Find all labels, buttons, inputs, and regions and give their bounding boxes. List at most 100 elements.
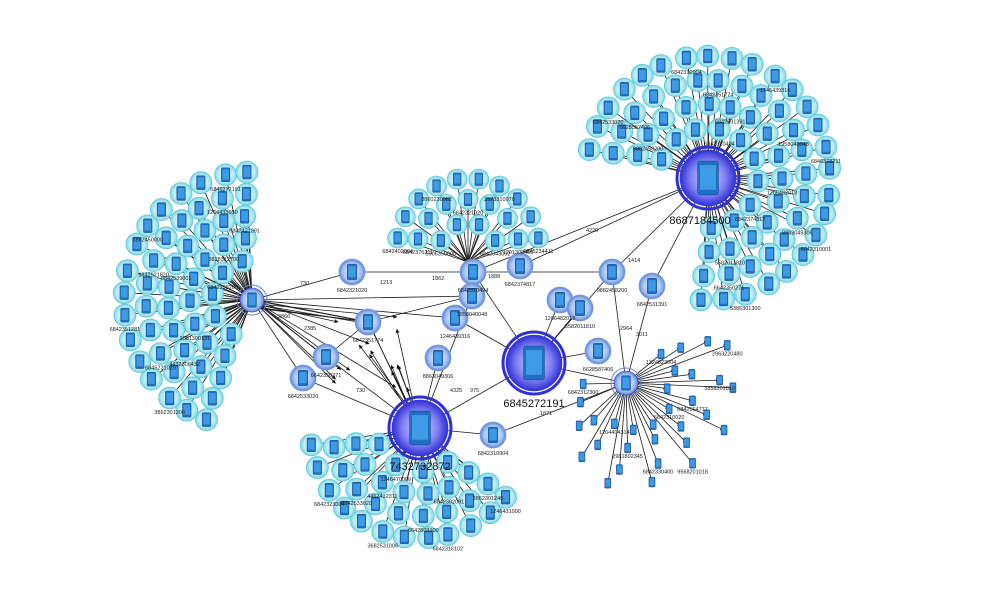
phone-node[interactable] xyxy=(214,163,238,187)
phone-node[interactable] xyxy=(157,275,181,299)
phone-node[interactable] xyxy=(345,477,369,501)
phone-node[interactable] xyxy=(476,472,500,496)
phone-node[interactable] xyxy=(437,475,461,499)
phone-node[interactable] xyxy=(195,331,219,355)
phone-node[interactable] xyxy=(478,501,502,525)
phone-node[interactable] xyxy=(520,206,542,228)
phone-node[interactable] xyxy=(211,261,234,285)
phone-node[interactable] xyxy=(189,355,213,379)
phone-node[interactable] xyxy=(371,520,395,543)
phone-node[interactable] xyxy=(497,208,518,229)
phone-node[interactable] xyxy=(740,52,764,76)
bridge-node[interactable] xyxy=(506,252,534,280)
small-phone-node[interactable] xyxy=(624,442,631,454)
small-phone-node[interactable] xyxy=(611,418,618,429)
small-phone-node[interactable] xyxy=(651,434,659,445)
phone-node[interactable] xyxy=(183,312,207,336)
phone-node[interactable] xyxy=(182,267,206,291)
phone-node[interactable] xyxy=(775,259,798,283)
small-phone-node[interactable] xyxy=(683,437,690,448)
phone-node[interactable] xyxy=(210,186,234,210)
phone-node[interactable] xyxy=(794,162,818,185)
phone-node[interactable] xyxy=(785,206,809,230)
phone-node[interactable] xyxy=(766,189,790,213)
phone-node[interactable] xyxy=(138,318,162,342)
phone-node[interactable] xyxy=(150,198,173,221)
phone-node[interactable] xyxy=(392,525,416,549)
small-phone-node[interactable] xyxy=(648,476,656,488)
phone-node[interactable] xyxy=(435,193,457,215)
phone-node[interactable] xyxy=(757,272,781,296)
phone-node[interactable] xyxy=(610,120,634,143)
phone-node[interactable] xyxy=(164,252,188,276)
phone-node[interactable] xyxy=(430,230,452,251)
phone-node[interactable] xyxy=(178,289,202,313)
bridge-node[interactable] xyxy=(598,258,626,286)
phone-node[interactable] xyxy=(416,482,440,505)
phone-node[interactable] xyxy=(387,501,410,525)
phone-node[interactable] xyxy=(506,188,528,210)
hub-top-right[interactable] xyxy=(675,145,741,211)
phone-node[interactable] xyxy=(772,228,796,251)
phone-node[interactable] xyxy=(175,398,199,422)
phone-node[interactable] xyxy=(763,64,787,88)
phone-node[interactable] xyxy=(738,193,762,217)
phone-node[interactable] xyxy=(792,184,816,208)
phone-node[interactable] xyxy=(577,138,601,162)
phone-node[interactable] xyxy=(176,234,200,258)
phone-node[interactable] xyxy=(235,160,259,184)
phone-node[interactable] xyxy=(233,204,256,228)
phone-node[interactable] xyxy=(586,115,609,138)
phone-node[interactable] xyxy=(780,78,804,102)
phone-node[interactable] xyxy=(596,96,620,120)
phone-node[interactable] xyxy=(344,432,368,456)
small-phone-node[interactable] xyxy=(590,415,598,426)
small-phone-node[interactable] xyxy=(578,451,586,463)
phone-node[interactable] xyxy=(317,478,341,502)
phone-node[interactable] xyxy=(484,230,506,251)
small-phone-node[interactable] xyxy=(654,458,662,469)
phone-node[interactable] xyxy=(113,303,137,327)
bridge-node[interactable] xyxy=(338,258,366,286)
phone-node[interactable] xyxy=(411,460,435,484)
phone-node[interactable] xyxy=(720,46,744,70)
small-phone-node[interactable] xyxy=(729,382,737,393)
phone-node[interactable] xyxy=(411,504,435,528)
phone-node[interactable] xyxy=(663,74,687,98)
phone-node[interactable] xyxy=(458,489,482,513)
phone-node[interactable] xyxy=(158,386,182,410)
phone-node[interactable] xyxy=(791,243,815,266)
phone-node[interactable] xyxy=(394,206,416,228)
phone-node[interactable] xyxy=(187,196,211,220)
bridge-node[interactable] xyxy=(584,337,612,365)
small-phone-node[interactable] xyxy=(689,458,696,469)
phone-node[interactable] xyxy=(436,450,460,474)
phone-node[interactable] xyxy=(435,500,459,524)
phone-node[interactable] xyxy=(623,101,647,125)
phone-node[interactable] xyxy=(353,453,377,476)
phone-node[interactable] xyxy=(738,105,762,129)
phone-node[interactable] xyxy=(601,141,625,165)
phone-node[interactable] xyxy=(489,175,510,197)
small-phone-node[interactable] xyxy=(704,336,712,347)
phone-node[interactable] xyxy=(201,282,224,306)
bridge-node[interactable] xyxy=(289,364,317,392)
phone-node[interactable] xyxy=(770,167,794,190)
small-phone-node[interactable] xyxy=(575,420,583,431)
phone-node[interactable] xyxy=(125,232,149,256)
phone-node[interactable] xyxy=(408,188,430,210)
hub-right[interactable] xyxy=(610,367,642,399)
phone-node[interactable] xyxy=(755,122,779,146)
phone-node[interactable] xyxy=(818,156,842,180)
phone-node[interactable] xyxy=(154,226,178,250)
phone-node[interactable] xyxy=(636,123,660,146)
phone-node[interactable] xyxy=(755,210,779,234)
phone-node[interactable] xyxy=(134,294,158,318)
small-phone-node[interactable] xyxy=(677,421,685,432)
phone-node[interactable] xyxy=(630,63,654,87)
small-phone-node[interactable] xyxy=(716,374,723,386)
phone-node[interactable] xyxy=(718,96,742,119)
phone-node[interactable] xyxy=(689,288,713,312)
small-phone-node[interactable] xyxy=(665,403,673,415)
phone-node[interactable] xyxy=(697,92,721,116)
